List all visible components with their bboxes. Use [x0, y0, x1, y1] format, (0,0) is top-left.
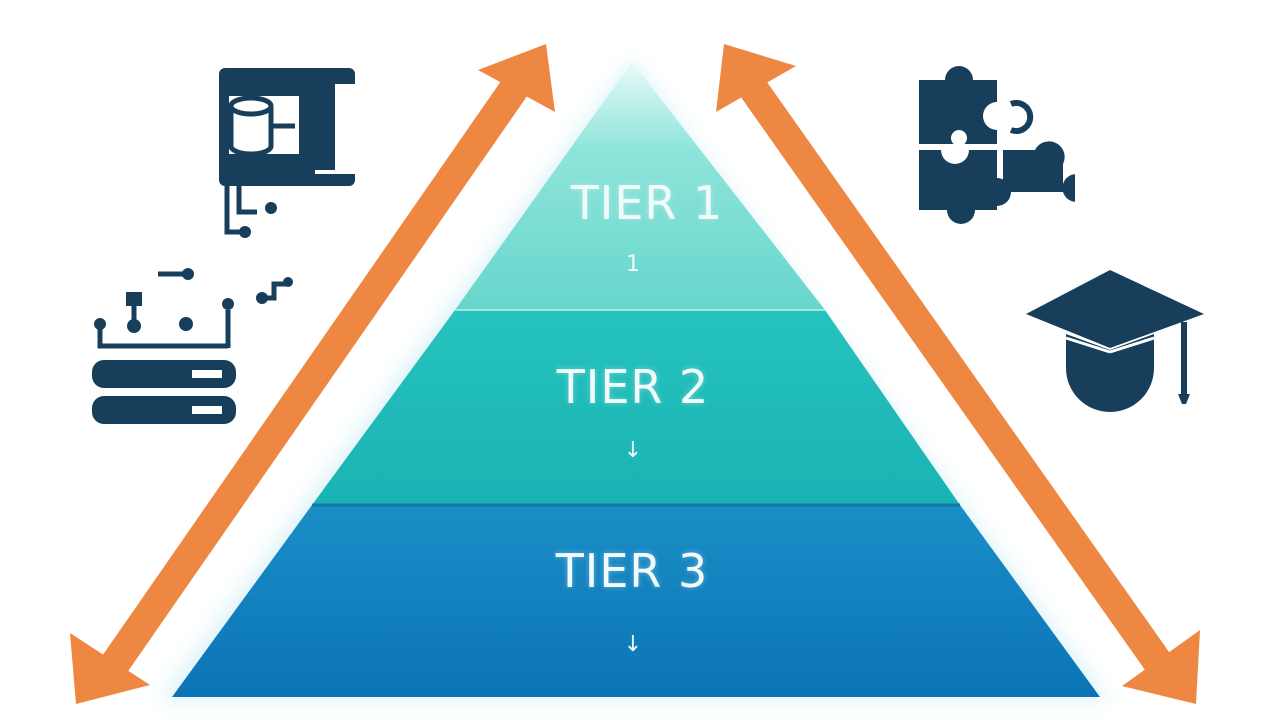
- database-icon: [219, 68, 355, 238]
- tier-1-band: [455, 62, 825, 310]
- tier-2-marker: ↓: [623, 438, 643, 463]
- puzzle-icon: [919, 66, 1075, 224]
- tier-2-label: TIER 2: [556, 360, 710, 414]
- double-headed-arrow-left: [70, 44, 555, 704]
- tier-3-label: TIER 3: [555, 544, 709, 598]
- double-headed-arrow-right: [716, 44, 1200, 704]
- tier-1-label: TIER 1: [570, 176, 724, 230]
- tier-3-band: [172, 505, 1100, 697]
- tier-2-band: [312, 310, 960, 505]
- tier-3-marker: ↓: [623, 632, 643, 657]
- network-server-icon: [92, 268, 293, 424]
- tier-1-marker: 1: [626, 252, 640, 277]
- graduation-cap-icon: [1026, 270, 1204, 412]
